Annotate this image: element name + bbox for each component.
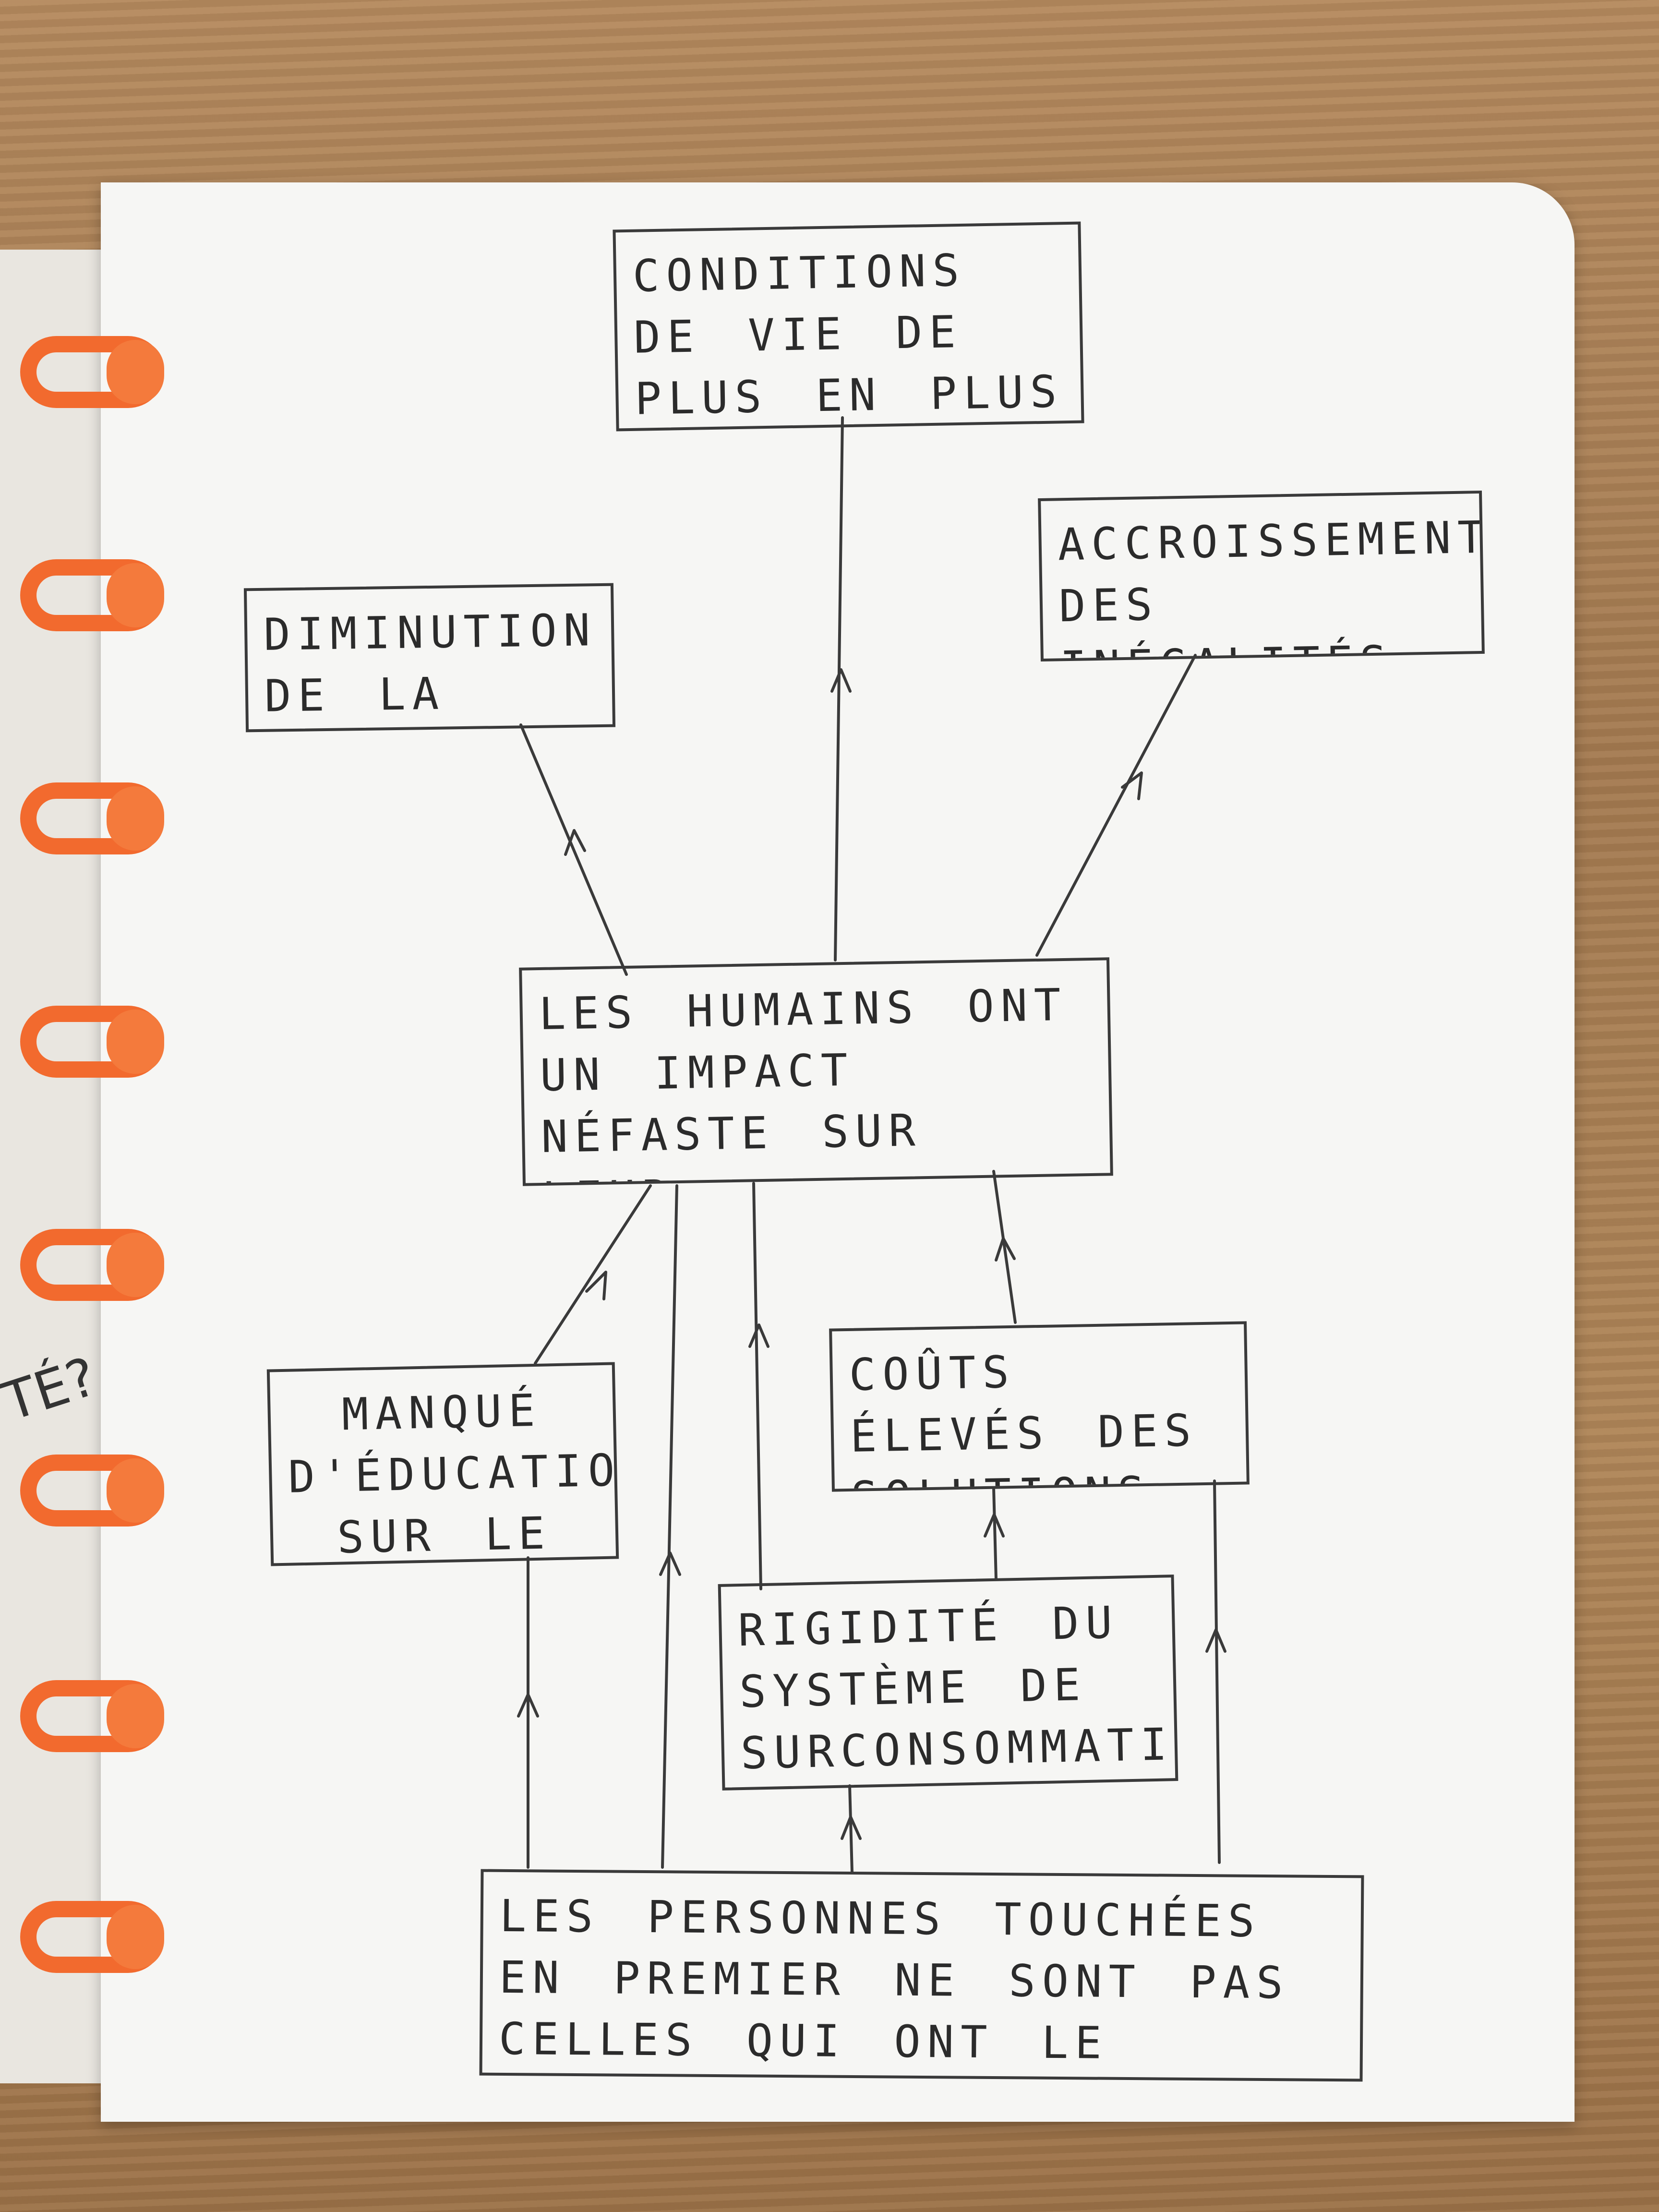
node-diminution-biodiversite: DIMINUTION DE LA BIODIVERSITÉ (243, 583, 616, 733)
node-rigidite-systeme: RIGIDITÉ DU SYSTÈME DE SURCONSOMMATION (718, 1575, 1178, 1791)
binder-ring-3 (20, 782, 164, 854)
binder-ring-4 (20, 1006, 164, 1078)
arrowhead-rigidite-to-impact (748, 1323, 769, 1348)
arrow-personnes-to-couts (1213, 1479, 1221, 1864)
binder-ring-8 (20, 1901, 164, 1973)
arrow-personnes-to-impact (661, 1184, 678, 1869)
arrow-education-to-impact (534, 1184, 652, 1365)
arrow-personnes-to-rigidite (848, 1784, 854, 1874)
node-conditions-de-vie: CONDITIONS DE VIE DE PLUS EN PLUS DIFFIC… (613, 221, 1084, 432)
arrow-impact-to-inegalites (1035, 654, 1197, 957)
arrowhead-rigidite-to-couts (984, 1513, 1005, 1538)
arrow-rigidite-to-impact (752, 1182, 762, 1590)
arrow-impact-to-biodiversite (519, 723, 628, 976)
binder-ring-7 (20, 1680, 164, 1752)
arrow-couts-to-impact (992, 1170, 1017, 1324)
arrowhead-impact-to-biodiversite (564, 829, 586, 856)
node-couts-eleves: COÛTS ÉLEVÉS DES SOLUTIONS (829, 1321, 1250, 1492)
arrow-rigidite-to-couts (992, 1487, 998, 1581)
binder-ring-6 (20, 1455, 164, 1527)
arrowhead-personnes-to-couts (1205, 1628, 1226, 1653)
arrowhead-education-to-impact (585, 1271, 607, 1300)
arrowhead-impact-to-inegalites (1121, 771, 1143, 800)
node-personnes-touchees: LES PERSONNES TOUCHÉES EN PREMIER NE SON… (479, 1869, 1364, 2082)
arrowhead-personnes-to-impact (659, 1551, 681, 1576)
binder-ring-5 (20, 1229, 164, 1301)
notebook-page (101, 182, 1575, 2122)
node-impact-environnement: LES HUMAINS ONT UN IMPACT NÉFASTE SUR LE… (519, 957, 1113, 1186)
binder-ring-1 (20, 336, 164, 408)
previous-notebook-page: TÉ? (0, 250, 118, 2083)
arrowhead-personnes-to-education (517, 1693, 539, 1718)
arrowhead-couts-to-impact (995, 1237, 1016, 1262)
arrow-impact-to-conditions (834, 416, 844, 962)
node-accroissement-inegalites: ACCROISSEMENT DES INÉGALITÉS (1038, 490, 1485, 662)
arrowhead-impact-to-conditions (830, 668, 852, 693)
binder-ring-2 (20, 559, 164, 631)
arrowhead-personnes-to-rigidite (841, 1815, 862, 1840)
node-manque-education: MANQUÉ D'ÉDUCATION SUR LE SUJET (266, 1362, 619, 1566)
